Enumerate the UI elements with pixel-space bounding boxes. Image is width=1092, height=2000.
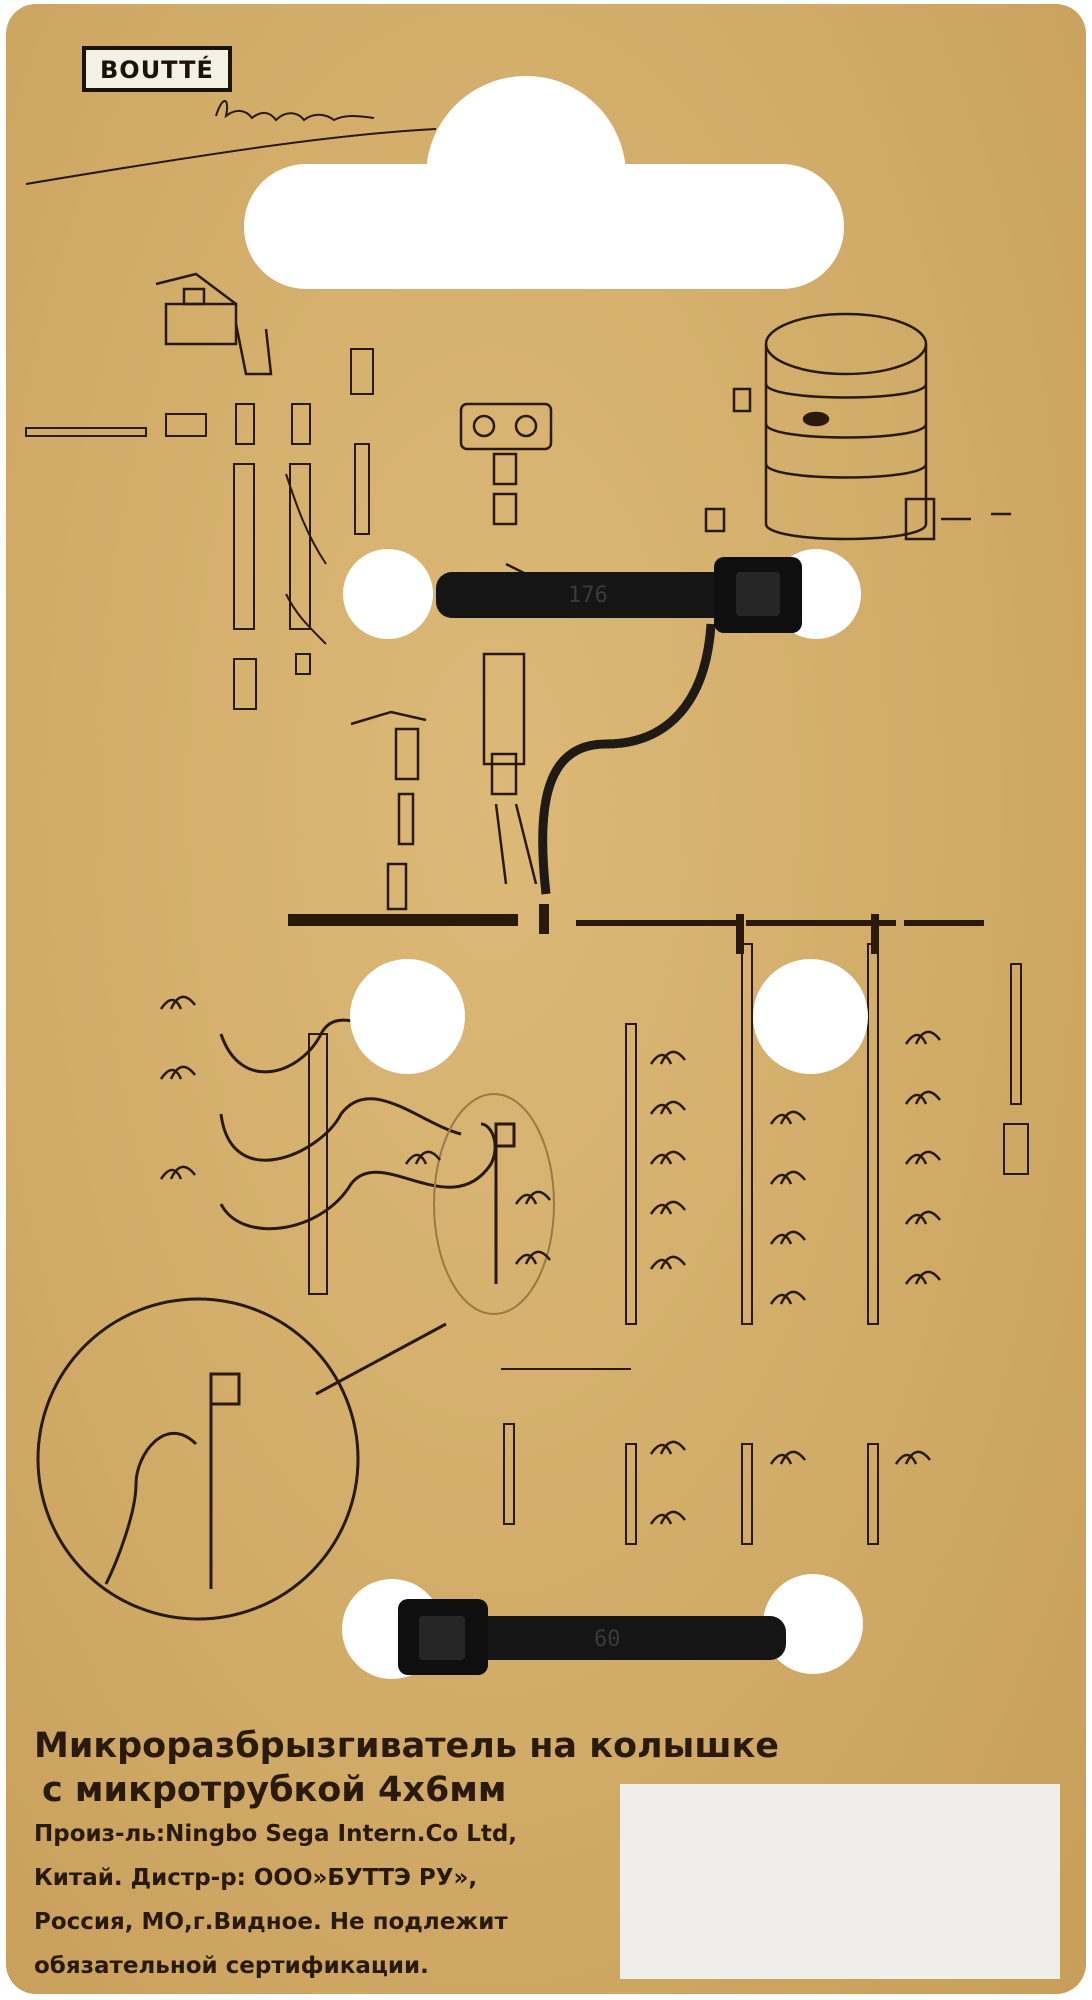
- dripper-lines-drawing: [219, 1018, 555, 1315]
- water-tank-drawing: [704, 312, 1011, 541]
- manufacturer-info-line: Произ-ль:Ningbo Sega Intern.Co Ltd,: [34, 1821, 518, 1847]
- pipe-drawing: [25, 348, 374, 710]
- brand-logo: BOUTTÉ: [82, 46, 232, 92]
- irrigation-diagram: [25, 100, 1029, 1621]
- tie-mark-bottom: 60: [594, 1627, 621, 1652]
- sprinkler-drawing: [350, 710, 427, 911]
- tie-hole: [753, 959, 868, 1074]
- price-sticker: [620, 1784, 1060, 1979]
- cable-tie-bottom: 60: [398, 1599, 786, 1675]
- tie-mark-top: 176: [568, 583, 608, 608]
- faucet-drawing: [155, 272, 273, 376]
- brand-logo-text: BOUTTÉ: [86, 50, 228, 88]
- plants-drawing: [159, 995, 941, 1525]
- blister-card: BOUTTÉ: [6, 4, 1086, 1994]
- manufacturer-info-line: обязательной сертификации.: [34, 1953, 429, 1979]
- stake-detail-drawing: [36, 1297, 447, 1621]
- hang-hole: [244, 164, 844, 289]
- product-title: Микроразбрызгиватель на колышке с микрот…: [34, 1724, 854, 1812]
- manufacturer-info-line: Китай. Дистр-р: ООО»БУТТЭ РУ»,: [34, 1865, 478, 1891]
- signature-logo: [25, 100, 437, 185]
- product-title-line: с микротрубкой 4х6мм: [42, 1770, 507, 1810]
- microtube-drawing: [538, 623, 716, 895]
- product-title-line: Микроразбрызгиватель на колышке: [34, 1726, 779, 1766]
- cable-tie-top: 176: [436, 557, 802, 633]
- manufacturer-info: Произ-ль:Ningbo Sega Intern.Co Ltd, Кита…: [34, 1812, 634, 1988]
- drip-tubes-drawing: [501, 943, 1029, 1545]
- tie-hole: [350, 959, 465, 1074]
- tie-hole: [343, 549, 433, 639]
- manifold-drawing: [288, 904, 984, 954]
- manufacturer-info-line: Россия, МО,г.Видное. Не подлежит: [34, 1909, 508, 1935]
- cable-ties: 176 60: [398, 557, 802, 1675]
